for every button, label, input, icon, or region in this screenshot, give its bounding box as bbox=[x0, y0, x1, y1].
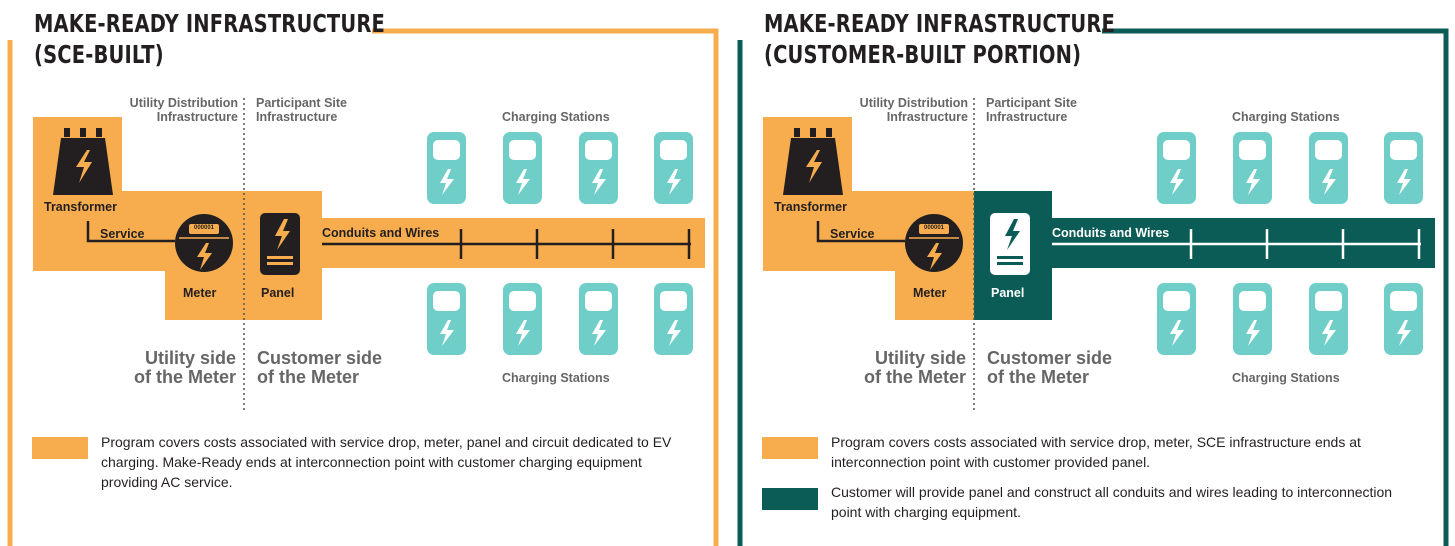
transformer-label: Transformer bbox=[44, 200, 117, 214]
charging-station-icon bbox=[1309, 132, 1348, 204]
charging-station-icon bbox=[1309, 283, 1348, 355]
customer-side-label: Customer side of the Meter bbox=[987, 348, 1113, 387]
charging-station-icon bbox=[503, 132, 542, 204]
charging-stations-top-label: Charging Stations bbox=[1232, 110, 1340, 124]
meter-icon bbox=[905, 214, 963, 272]
charging-stations-top-label: Charging Stations bbox=[502, 110, 610, 124]
legend-text: Program covers costs associated with ser… bbox=[101, 434, 672, 490]
frame-border-right bbox=[372, 28, 719, 546]
panel-title: MAKE-READY INFRASTRUCTURE (SCE-BUILT) bbox=[34, 9, 386, 69]
panel-label: Panel bbox=[991, 286, 1025, 300]
charging-station-icon bbox=[654, 283, 693, 355]
sce-built-diagram bbox=[7, 28, 719, 546]
charging-station-icon bbox=[1157, 283, 1196, 355]
panel-icon bbox=[260, 213, 300, 275]
utility-side-label: Utility side of the Meter bbox=[133, 348, 236, 387]
charging-station-icon bbox=[503, 283, 542, 355]
service-label: Service bbox=[100, 227, 145, 241]
meter-reading: 000001 bbox=[923, 225, 945, 231]
charging-station-icon bbox=[427, 283, 466, 355]
charging-station-icon bbox=[1384, 132, 1423, 204]
utility-distribution-label: Utility Distribution Infrastructure bbox=[129, 96, 238, 124]
make-ready-sce-built-panel: MAKE-READY INFRASTRUCTURE (SCE-BUILT) Ut… bbox=[0, 0, 720, 546]
charging-station-icon bbox=[1233, 132, 1272, 204]
charging-station-icon bbox=[1384, 283, 1423, 355]
legend-swatch-orange bbox=[762, 437, 818, 459]
service-label: Service bbox=[830, 227, 875, 241]
customer-side-label: Customer side of the Meter bbox=[257, 348, 383, 387]
legend-swatch-teal bbox=[762, 488, 818, 510]
conduits-label: Conduits and Wires bbox=[322, 226, 440, 240]
charging-station-icon bbox=[579, 283, 618, 355]
utility-distribution-label: Utility Distribution Infrastructure bbox=[859, 96, 968, 124]
conduit-line bbox=[322, 229, 691, 259]
charging-station-icon bbox=[1233, 283, 1272, 355]
conduit-line bbox=[1052, 229, 1421, 259]
legend-swatch-orange bbox=[32, 437, 88, 459]
customer-built-zone bbox=[974, 191, 1435, 320]
make-ready-customer-built-panel: MAKE-READY INFRASTRUCTURE (CUSTOMER-BUIL… bbox=[730, 0, 1450, 546]
meter-icon bbox=[175, 214, 233, 272]
meter-label: Meter bbox=[913, 286, 947, 300]
panel-label: Panel bbox=[261, 286, 295, 300]
utility-side-label: Utility side of the Meter bbox=[863, 348, 966, 387]
service-line bbox=[86, 221, 175, 243]
frame-border-right bbox=[1102, 28, 1449, 546]
meter-reading: 000001 bbox=[193, 225, 215, 231]
transformer-icon bbox=[53, 128, 113, 195]
meter-label: Meter bbox=[183, 286, 217, 300]
transformer-icon bbox=[783, 128, 843, 195]
charging-station-icon bbox=[427, 132, 466, 204]
charging-station-icon bbox=[579, 132, 618, 204]
participant-site-label: Participant Site Infrastructure bbox=[256, 96, 347, 124]
charging-station-icon bbox=[654, 132, 693, 204]
transformer-label: Transformer bbox=[774, 200, 847, 214]
panel-icon bbox=[990, 213, 1030, 275]
participant-site-label: Participant Site Infrastructure bbox=[986, 96, 1077, 124]
charging-stations-bottom-label: Charging Stations bbox=[502, 371, 610, 385]
charging-stations-bottom-label: Charging Stations bbox=[1232, 371, 1340, 385]
customer-built-diagram bbox=[737, 28, 1449, 546]
legend-text: Program covers costs associated with ser… bbox=[831, 434, 1361, 470]
panel-title: MAKE-READY INFRASTRUCTURE (CUSTOMER-BUIL… bbox=[764, 9, 1116, 69]
service-line bbox=[816, 221, 905, 243]
conduits-label: Conduits and Wires bbox=[1052, 226, 1170, 240]
charging-station-icon bbox=[1157, 132, 1196, 204]
legend-text: Customer will provide panel and construc… bbox=[831, 484, 1393, 520]
